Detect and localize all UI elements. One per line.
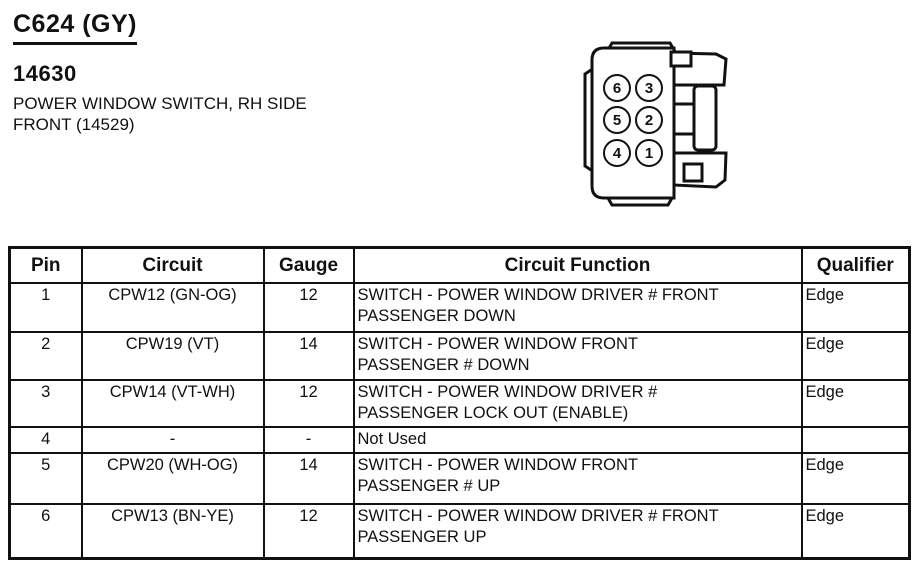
pin-cell: 3: [8, 379, 83, 428]
gauge-cell: 12: [262, 379, 355, 428]
connector-pin-4: 4: [603, 139, 631, 167]
qualifier-cell: [800, 426, 911, 454]
column-header-gauge: Gauge: [262, 246, 355, 284]
table-row: 3 CPW14 (VT-WH) 12 SWITCH - POWER WINDOW…: [8, 379, 911, 428]
connector-pin-5: 5: [603, 106, 631, 134]
connector-id-title: C624 (GY): [13, 10, 137, 45]
qualifier-cell: Edge: [800, 331, 911, 381]
pin-cell: 6: [8, 503, 83, 559]
header: C624 (GY) 14630 POWER WINDOW SWITCH, RH …: [13, 10, 307, 135]
column-header-circuit: Circuit: [80, 246, 265, 284]
circuit-function-cell: SWITCH - POWER WINDOW DRIVER # FRONT PAS…: [352, 503, 803, 559]
qualifier-cell: Edge: [800, 452, 911, 505]
connector-diagram: 6 3 5 2 4 1: [578, 40, 738, 210]
pin-cell: 1: [8, 282, 83, 333]
gauge-cell: -: [262, 426, 355, 454]
circuit-function-cell: Not Used: [352, 426, 803, 454]
column-header-pin: Pin: [8, 246, 83, 284]
circuit-cell: -: [80, 426, 265, 454]
column-header-circuit-function: Circuit Function: [352, 246, 803, 284]
qualifier-cell: Edge: [800, 282, 911, 333]
qualifier-cell: Edge: [800, 503, 911, 559]
connector-pin-2: 2: [635, 106, 663, 134]
column-header-qualifier: Qualifier: [800, 246, 911, 284]
table-header-row: Pin Circuit Gauge Circuit Function Quali…: [8, 246, 911, 284]
table-row: 1 CPW12 (GN-OG) 12 SWITCH - POWER WINDOW…: [8, 282, 911, 333]
circuit-cell: CPW13 (BN-YE): [80, 503, 265, 559]
pin-cell: 5: [8, 452, 83, 505]
table-row: 2 CPW19 (VT) 14 SWITCH - POWER WINDOW FR…: [8, 331, 911, 381]
circuit-cell: CPW12 (GN-OG): [80, 282, 265, 333]
gauge-cell: 14: [262, 452, 355, 505]
gauge-cell: 12: [262, 282, 355, 333]
circuit-function-cell: SWITCH - POWER WINDOW DRIVER # FRONT PAS…: [352, 282, 803, 333]
table-row: 6 CPW13 (BN-YE) 12 SWITCH - POWER WINDOW…: [8, 503, 911, 559]
pin-cell: 2: [8, 331, 83, 381]
table-row: 4 - - Not Used: [8, 426, 911, 454]
circuit-function-cell: SWITCH - POWER WINDOW FRONT PASSENGER # …: [352, 331, 803, 381]
circuit-cell: CPW14 (VT-WH): [80, 379, 265, 428]
circuit-cell: CPW19 (VT): [80, 331, 265, 381]
gauge-cell: 14: [262, 331, 355, 381]
part-number: 14630: [13, 61, 77, 86]
circuit-cell: CPW20 (WH-OG): [80, 452, 265, 505]
description-line-2: FRONT (14529): [13, 115, 135, 134]
connector-pin-3: 3: [635, 74, 663, 102]
qualifier-cell: Edge: [800, 379, 911, 428]
circuit-function-cell: SWITCH - POWER WINDOW DRIVER # PASSENGER…: [352, 379, 803, 428]
pin-cell: 4: [8, 426, 83, 454]
connector-pin-6: 6: [603, 74, 631, 102]
table-row: 5 CPW20 (WH-OG) 14 SWITCH - POWER WINDOW…: [8, 452, 911, 505]
pinout-table: Pin Circuit Gauge Circuit Function Quali…: [8, 246, 911, 560]
gauge-cell: 12: [262, 503, 355, 559]
connector-pin-1: 1: [635, 139, 663, 167]
description-line-1: POWER WINDOW SWITCH, RH SIDE: [13, 94, 307, 113]
circuit-function-cell: SWITCH - POWER WINDOW FRONT PASSENGER # …: [352, 452, 803, 505]
